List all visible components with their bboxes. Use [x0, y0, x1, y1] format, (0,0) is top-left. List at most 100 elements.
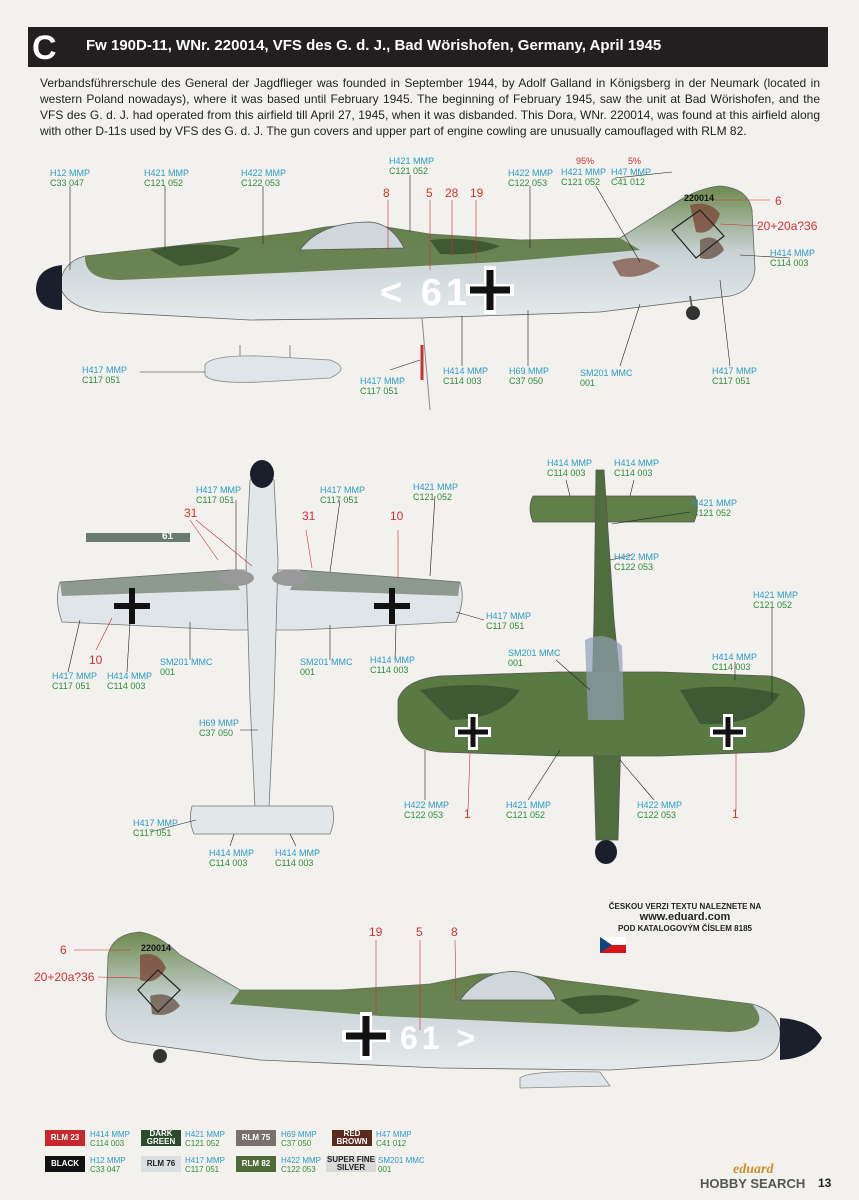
- callout-number: 6: [60, 943, 67, 957]
- paint-c: 001: [580, 378, 596, 388]
- plan-view: [397, 469, 805, 864]
- paint-h: H414 MMP: [443, 366, 489, 376]
- tail-wnr-marking-2: 220014: [141, 943, 172, 953]
- paint-h: H421 MMP: [144, 168, 190, 178]
- paint-h: H422 MMP: [614, 552, 660, 562]
- paint-h: H421 MMP: [561, 167, 607, 177]
- paint-h: SM201 MMC: [580, 368, 633, 378]
- tail-wnr-marking: 220014: [684, 193, 715, 203]
- paint-h: H417 MMP: [52, 671, 98, 681]
- paint-c: C122 053: [637, 810, 677, 820]
- swatch-black: BLACK: [45, 1156, 85, 1172]
- paint-h: H417 MMP: [712, 366, 758, 376]
- paint-c: C122 053: [404, 810, 444, 820]
- paint-c: C37 050: [509, 376, 544, 386]
- callout-number: 31: [184, 506, 198, 520]
- swatch-name: RLM 76: [146, 1159, 176, 1168]
- paint-c: C121 052: [561, 177, 601, 187]
- paint-c: C122 053: [508, 178, 548, 188]
- paint-h: H421 MMP: [413, 482, 459, 492]
- paint-h: H421 MMP: [506, 800, 552, 810]
- callout-number: 20+20a?36: [757, 219, 818, 233]
- paint-h: H12 MMP: [50, 168, 91, 178]
- paint-c: C114 003: [107, 681, 146, 691]
- paint-h: H421 MMP: [753, 590, 799, 600]
- swatch-c: C41 012: [376, 1139, 407, 1148]
- notice-line-3: POD KATALOGOVÝM ČÍSLEM 8185: [618, 924, 752, 933]
- swatch-super-fine-silver: SUPER FINE SILVER: [326, 1156, 376, 1172]
- swatch-rlm76: RLM 76: [141, 1156, 181, 1172]
- paint-h: H417 MMP: [82, 365, 128, 375]
- callout-number: 10: [390, 509, 404, 523]
- swatch-h: H47 MMP: [376, 1130, 412, 1139]
- paint-h: H414 MMP: [770, 248, 816, 258]
- paint-h: H414 MMP: [712, 652, 758, 662]
- side-code-marking-2: 61 >: [400, 1020, 480, 1056]
- swatch-h: H12 MMP: [90, 1156, 126, 1165]
- paint-h: H422 MMP: [508, 168, 554, 178]
- paint-c: C122 053: [614, 562, 654, 572]
- mix-percent: 95%: [576, 156, 595, 166]
- swatch-name: DARK GREEN: [146, 1129, 176, 1146]
- swatch-h: H422 MMP: [281, 1156, 322, 1165]
- paint-c: C121 052: [753, 600, 793, 610]
- notice-url[interactable]: www.eduard.com: [639, 911, 731, 923]
- watermark: HOBBY SEARCH: [700, 1176, 806, 1191]
- paint-c: C114 003: [547, 468, 586, 478]
- paint-h: H69 MMP: [509, 366, 550, 376]
- swatch-name: SUPER FINE SILVER: [326, 1155, 375, 1172]
- paint-h: H69 MMP: [199, 718, 240, 728]
- profile-description: Verbandsführerschule des General der Jag…: [40, 76, 820, 138]
- paint-c: C121 052: [144, 178, 184, 188]
- profile-header: C Fw 190D-11, WNr. 220014, VFS des G. d.…: [28, 27, 828, 67]
- paint-h: H47 MMP: [611, 167, 652, 177]
- czech-version-notice: ČESKOU VERZI TEXTU NALEZNETE NA www.edua…: [560, 901, 810, 934]
- callout-number: 1: [732, 807, 739, 821]
- paint-c: C117 051: [196, 495, 235, 505]
- paint-c: C122 053: [241, 178, 281, 188]
- paint-h: H417 MMP: [360, 376, 406, 386]
- callout-number: 1: [464, 807, 471, 821]
- paint-c: C117 051: [712, 376, 751, 386]
- side-profile-right: [105, 931, 822, 1089]
- callout-lines: [74, 199, 770, 1030]
- swatch-name: RLM 23: [50, 1133, 80, 1142]
- swatch-h: H414 MMP: [90, 1130, 131, 1139]
- side-profile-left: [36, 185, 756, 411]
- top-view: [57, 460, 463, 835]
- paint-c: C121 052: [692, 508, 732, 518]
- swatch-c: C117 051: [185, 1165, 220, 1174]
- swatch-name: BLACK: [51, 1159, 79, 1168]
- profile-letter: C: [32, 29, 57, 67]
- swatch-c: C121 052: [185, 1139, 220, 1148]
- czech-flag-icon: [600, 937, 626, 953]
- swatch-h: H421 MMP: [185, 1130, 226, 1139]
- callout-number: 31: [302, 509, 316, 523]
- swatch-name: RLM 82: [241, 1159, 271, 1168]
- paint-c: C114 003: [370, 665, 409, 675]
- paint-c: C117 051: [360, 386, 399, 396]
- notice-line-1: ČESKOU VERZI TEXTU NALEZNETE NA: [608, 902, 762, 911]
